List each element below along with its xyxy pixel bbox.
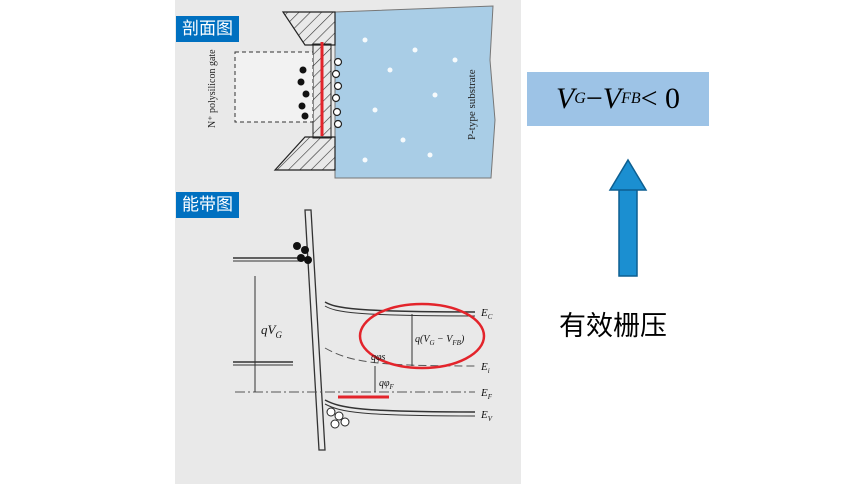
substrate-label: P-type substrate [466, 69, 478, 140]
band-diagram-figure: qVG q(VG − VFB) qφs qφF EC Ei EF EV [233, 209, 493, 451]
qvg-label: qVG [261, 322, 282, 340]
ec-label: EC [480, 307, 493, 321]
substrate-holes-band [326, 407, 350, 429]
band-diagram-tag: 能带图 [176, 192, 239, 218]
valence-band [324, 399, 476, 413]
qphif-label: qφF [379, 378, 395, 391]
cross-section-tag: 剖面图 [176, 16, 239, 42]
up-arrow-icon [608, 158, 648, 277]
substrate-holes [331, 57, 343, 129]
oxide-bottom [273, 136, 336, 171]
qvg-vfb-label: q(VG − VFB) [415, 334, 465, 347]
gate-label: N⁺ polysilicon gate [207, 49, 218, 128]
substrate-region [334, 5, 496, 179]
dopant-dots [362, 37, 458, 163]
ev-label: EV [480, 409, 493, 423]
oxide-barrier [304, 209, 326, 451]
effective-voltage-ellipse [358, 302, 486, 370]
gate-electrons-band [293, 242, 312, 264]
ei-label: Ei [480, 361, 490, 375]
polysilicon-gate [234, 51, 314, 123]
qphis-label: qφs [371, 352, 386, 363]
effective-gate-voltage-caption: 有效栅压 [559, 311, 667, 342]
gate-electrons [297, 66, 310, 120]
ef-label: EF [480, 387, 493, 401]
cross-section-figure: N⁺ polysilicon gate P-type substrate [207, 5, 496, 179]
conduction-band [324, 301, 476, 313]
oxide-top [281, 11, 336, 46]
